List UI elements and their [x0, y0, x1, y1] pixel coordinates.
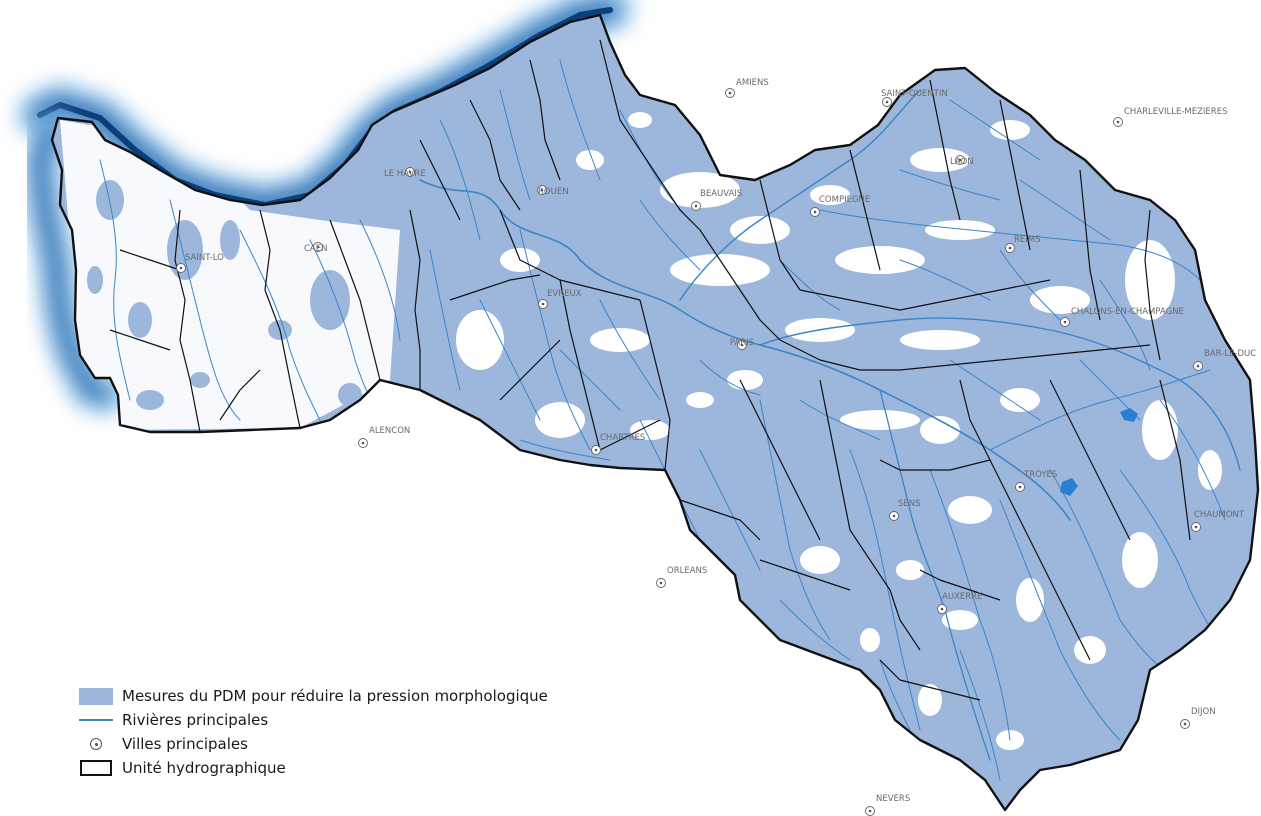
unit-boundaries	[109, 39, 1191, 701]
city-label: BAR-LE-DUC	[1204, 349, 1256, 359]
city-evreux: EVREUX	[538, 289, 582, 309]
city-label: LAON	[950, 157, 974, 167]
city-marker-dot	[541, 302, 545, 306]
city-marker-dot	[594, 448, 598, 452]
legend-item-cities: Villes principales	[78, 732, 638, 756]
blue-fill-swatch	[79, 687, 113, 705]
city-label: PARIS	[730, 338, 754, 348]
city-troyes: TROYES	[1015, 470, 1057, 492]
city-marker-dot	[1194, 525, 1198, 529]
city-marker-dot	[179, 266, 183, 270]
city-label: SAINT-LO	[185, 253, 224, 263]
city-label: CHALONS-EN-CHAMPAGNE	[1071, 307, 1184, 317]
city-label: NEVERS	[876, 794, 910, 804]
city-marker-dot	[958, 158, 962, 162]
city-label: EVREUX	[547, 289, 582, 299]
city-le-havre: LE HAVRE	[384, 167, 426, 179]
city-dijon: DIJON	[1180, 707, 1216, 729]
city-label: DIJON	[1191, 707, 1216, 717]
city-chartres: CHARTRES	[591, 433, 645, 455]
city-saint-lo: SAINT-LO	[176, 253, 224, 273]
city-marker-dot	[940, 607, 944, 611]
legend-item-measures: Mesures du PDM pour réduire la pression …	[78, 684, 638, 708]
lakes	[1060, 408, 1138, 496]
city-marker-dot	[361, 441, 365, 445]
city-marker-dot	[659, 581, 663, 585]
city-marker-dot	[694, 204, 698, 208]
cities-layer: AMIENS SAINT-QUENTIN CHARLEVILLE-MEZIERES L…	[176, 78, 1256, 816]
city-beauvais: BEAUVAIS	[691, 189, 742, 211]
city-marker-dot	[1018, 485, 1022, 489]
city-laon: LAON	[950, 155, 974, 167]
city-marker-dot	[740, 343, 744, 347]
legend-label-measures: Mesures du PDM pour réduire la pression …	[122, 687, 548, 705]
city-charleville-mezieres: CHARLEVILLE-MEZIERES	[1113, 107, 1227, 127]
city-label: SAINT-QUENTIN	[881, 89, 948, 99]
city-label: COMPIEGNE	[819, 195, 870, 205]
city-chalons-en-champagne: CHALONS-EN-CHAMPAGNE	[1060, 307, 1184, 327]
city-bar-le-duc: BAR-LE-DUC	[1193, 349, 1256, 371]
city-label: AMIENS	[736, 78, 769, 88]
city-saint-quentin: SAINT-QUENTIN	[881, 89, 948, 107]
city-label: SENS	[898, 499, 921, 509]
city-marker-dot	[813, 210, 817, 214]
legend-item-rivers: Rivières principales	[78, 708, 638, 732]
city-label: CHARLEVILLE-MEZIERES	[1124, 107, 1227, 117]
city-marker-dot	[892, 514, 896, 518]
city-label: TROYES	[1023, 470, 1057, 480]
city-marker-dot	[1196, 364, 1200, 368]
city-marker-dot	[728, 91, 732, 95]
city-label: CAEN	[304, 244, 327, 254]
river-line-icon	[79, 719, 113, 721]
map-legend: Mesures du PDM pour réduire la pression …	[78, 684, 638, 780]
legend-label-cities: Villes principales	[122, 735, 248, 753]
city-chaumont: CHAUMONT	[1191, 510, 1245, 532]
legend-label-rivers: Rivières principales	[122, 711, 269, 729]
city-marker-dot	[1116, 120, 1120, 124]
city-reims: REIMS	[1005, 235, 1041, 253]
city-compiegne: COMPIEGNE	[810, 195, 870, 217]
city-marker-dot	[885, 100, 889, 104]
legend-label-units: Unité hydrographique	[122, 759, 286, 777]
unit-outline-icon	[80, 760, 112, 776]
city-label: LE HAVRE	[384, 169, 426, 179]
city-orleans: ORLEANS	[656, 566, 707, 588]
city-label: ROUEN	[538, 187, 569, 197]
city-label: AUXERRE	[942, 592, 982, 602]
city-label: CHAUMONT	[1194, 510, 1245, 520]
city-marker-dot	[408, 170, 412, 174]
city-amiens: AMIENS	[725, 78, 769, 98]
city-marker-dot	[868, 809, 872, 813]
rivers	[99, 59, 1241, 781]
city-marker-dot	[1183, 722, 1187, 726]
city-sens: SENS	[889, 499, 921, 521]
city-caen: CAEN	[304, 242, 327, 254]
city-nevers: NEVERS	[865, 794, 910, 816]
city-dot-icon	[90, 738, 102, 750]
city-paris: PARIS	[730, 338, 754, 350]
city-label: CHARTRES	[600, 433, 645, 443]
city-label: BEAUVAIS	[700, 189, 742, 199]
city-label: REIMS	[1014, 235, 1041, 245]
city-marker-dot	[1063, 320, 1067, 324]
city-label: ORLEANS	[667, 566, 707, 576]
city-rouen: ROUEN	[537, 185, 569, 197]
city-alencon: ALENCON	[358, 426, 410, 448]
legend-item-units: Unité hydrographique	[78, 756, 638, 780]
city-auxerre: AUXERRE	[937, 592, 982, 614]
city-label: ALENCON	[369, 426, 410, 436]
city-marker-dot	[540, 188, 544, 192]
city-marker-dot	[1008, 246, 1012, 250]
city-marker-dot	[316, 245, 320, 249]
